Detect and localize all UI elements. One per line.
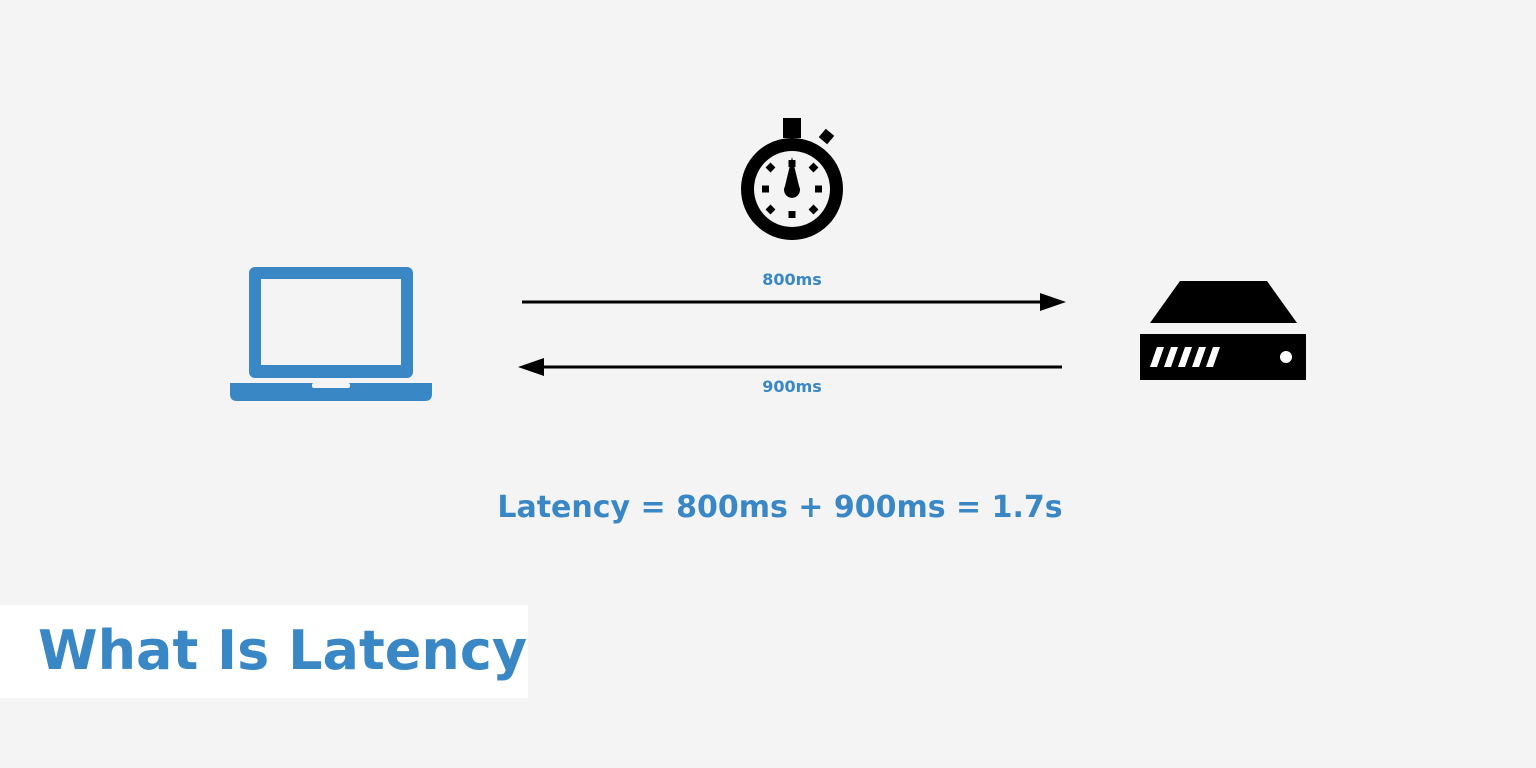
response-arrow xyxy=(518,358,1062,376)
response-time-label: 900ms xyxy=(762,377,822,396)
laptop-icon xyxy=(230,267,432,401)
stopwatch-icon xyxy=(741,118,843,240)
request-arrow xyxy=(522,293,1066,311)
latency-formula: Latency = 800ms + 900ms = 1.7s xyxy=(497,490,1063,525)
server-icon xyxy=(1140,281,1306,380)
request-time-label: 800ms xyxy=(762,270,822,289)
page-title: What Is Latency xyxy=(38,619,528,682)
title-banner: What Is Latency xyxy=(0,605,528,698)
